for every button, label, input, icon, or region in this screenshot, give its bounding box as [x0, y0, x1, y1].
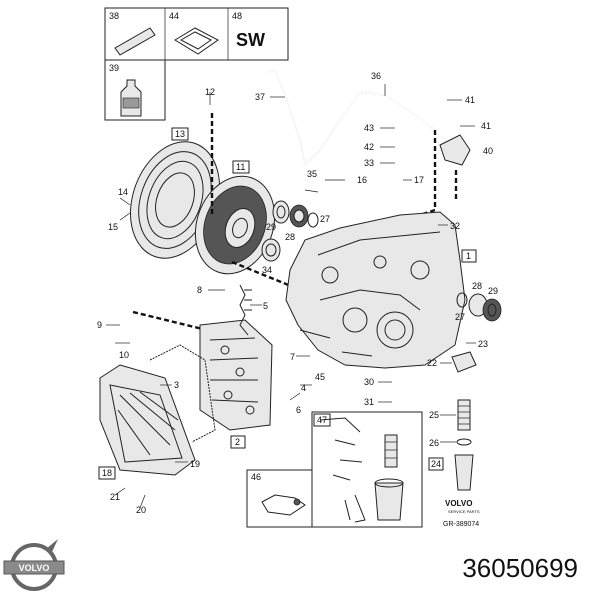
- label-24: 24: [431, 459, 441, 469]
- inset-box-46: 46: [246, 469, 313, 528]
- label-27b: 27: [455, 312, 465, 322]
- solenoid-harness: [239, 284, 252, 336]
- label-11: 11: [236, 162, 245, 172]
- seal-set-right: [456, 292, 502, 322]
- label-34: 34: [262, 265, 272, 275]
- label-35: 35: [307, 169, 317, 179]
- label-27a: 27: [320, 214, 330, 224]
- label-41a: 41: [465, 95, 475, 105]
- transmission-case: 1: [285, 211, 477, 369]
- label-30: 30: [364, 377, 374, 387]
- drive-plate: 11: [194, 160, 276, 275]
- label-12: 12: [205, 87, 215, 97]
- label-38: 38: [109, 11, 119, 21]
- label-44: 44: [169, 11, 179, 21]
- label-19: 19: [190, 459, 200, 469]
- label-8: 8: [197, 285, 202, 295]
- label-32: 32: [450, 221, 460, 231]
- bracket-40: [439, 134, 471, 166]
- sealant-tube-icon: [114, 27, 156, 56]
- inset-box-38-44-48: 38 44 48 SW: [104, 7, 289, 61]
- oil-filter-assembly: [451, 351, 477, 491]
- label-17: 17: [414, 175, 424, 185]
- inset-box-39: 39: [104, 59, 166, 121]
- label-9: 9: [97, 320, 102, 330]
- part-number: 36050699: [462, 553, 578, 583]
- label-7: 7: [290, 352, 295, 362]
- label-21: 21: [110, 492, 120, 502]
- volvo-badge-line1: VOLVO: [445, 499, 472, 508]
- label-16: 16: [357, 175, 367, 185]
- label-28b: 28: [472, 281, 482, 291]
- volvo-badge-line2: SERVICE PARTS: [448, 509, 480, 514]
- label-14: 14: [118, 187, 128, 197]
- label-42: 42: [364, 142, 374, 152]
- label-15: 15: [108, 222, 118, 232]
- inset-box-47: 47: [311, 411, 423, 528]
- valve-body: 2: [199, 319, 273, 449]
- volvo-logo-text: VOLVO: [19, 563, 50, 573]
- label-28a: 28: [285, 232, 295, 242]
- label-1: 1: [466, 251, 471, 261]
- label-22: 22: [427, 358, 437, 368]
- label-46: 46: [251, 472, 261, 482]
- label-4: 4: [301, 383, 306, 393]
- label-39: 39: [109, 63, 119, 73]
- diagram-ref: GR-389074: [443, 521, 479, 528]
- label-13: 13: [175, 129, 185, 139]
- label-2: 2: [235, 437, 240, 447]
- label-29b: 29: [488, 286, 498, 296]
- label-43: 43: [364, 123, 374, 133]
- label-36: 36: [371, 71, 381, 81]
- label-23: 23: [478, 339, 488, 349]
- label-6: 6: [296, 405, 301, 415]
- oil-pan: 18: [98, 344, 216, 480]
- sw-text: SW: [236, 30, 265, 50]
- label-37: 37: [255, 92, 265, 102]
- label-33: 33: [364, 158, 374, 168]
- label-26: 26: [429, 438, 439, 448]
- volvo-service-badge: VOLVO SERVICE PARTS GR-389074: [443, 499, 480, 528]
- gasket-icon: [174, 27, 219, 55]
- label-10: 10: [119, 350, 129, 360]
- label-48: 48: [232, 11, 242, 21]
- label-5: 5: [263, 301, 268, 311]
- label-box-24: [428, 457, 444, 471]
- label-20: 20: [136, 505, 146, 515]
- callout-labels: 12 14 15 36 37 41 41 40 43 42 33 35 16 1…: [97, 71, 498, 515]
- label-41b: 41: [481, 121, 491, 131]
- label-3: 3: [174, 380, 179, 390]
- volvo-logo: VOLVO: [3, 539, 65, 591]
- label-25: 25: [429, 410, 439, 420]
- label-31: 31: [364, 397, 374, 407]
- fluid-pipe-inner: [267, 69, 433, 167]
- seal-set-left: [261, 200, 319, 262]
- bolts-and-leaders: [106, 84, 476, 509]
- label-18: 18: [102, 468, 112, 478]
- label-45: 45: [315, 372, 325, 382]
- label-29a: 29: [266, 222, 276, 232]
- label-40: 40: [483, 146, 493, 156]
